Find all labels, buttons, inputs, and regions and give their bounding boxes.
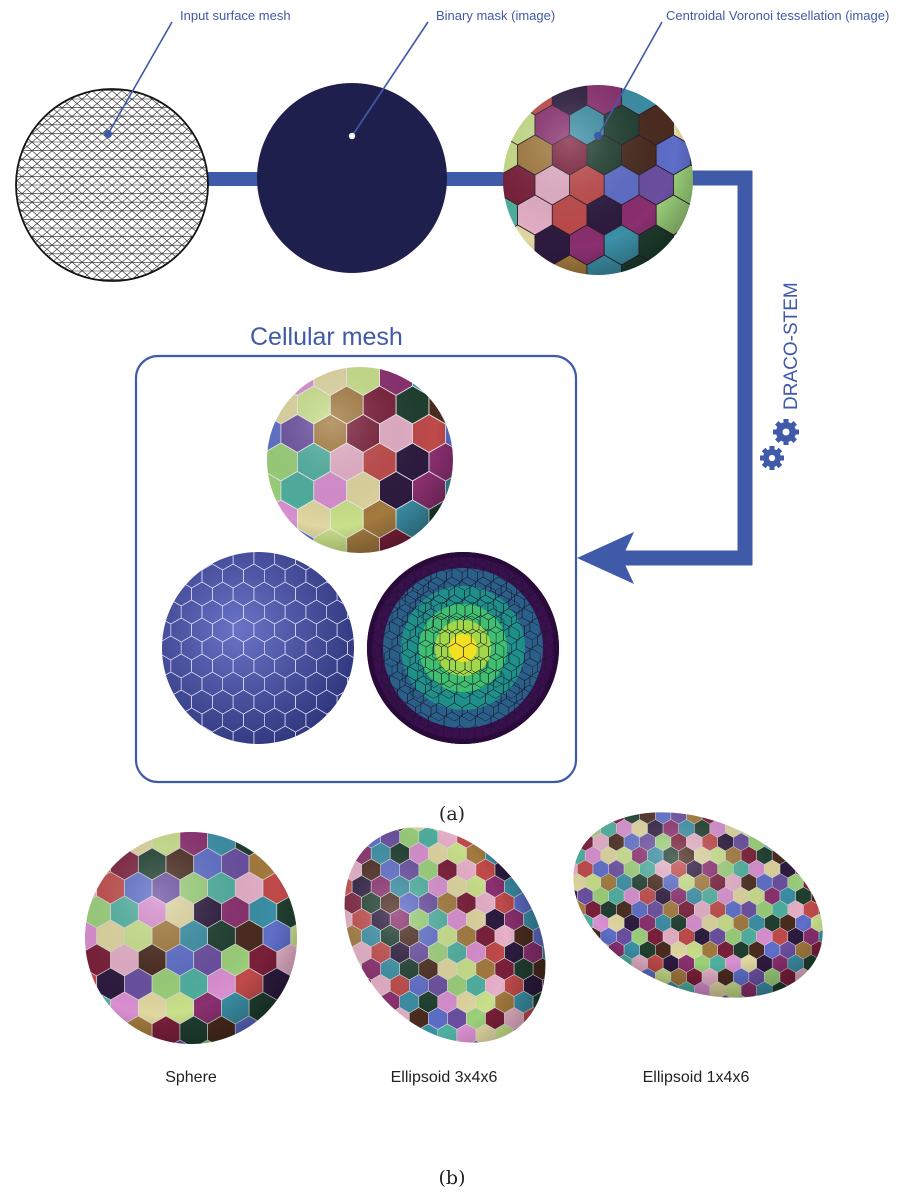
cut-sphere-viridis	[367, 552, 559, 744]
sphere-shape	[85, 832, 297, 1044]
ellipsoid-1x4x6-shape	[545, 777, 843, 1033]
gears-icon	[760, 419, 799, 470]
caption-a: (a)	[439, 803, 465, 825]
callout-line-mask	[351, 21, 429, 137]
callout-mask-label: Binary mask (image)	[436, 8, 555, 23]
shape-label-ellipsoid-3x4x6: Ellipsoid 3x4x6	[391, 1069, 498, 1086]
connector-1	[200, 172, 262, 186]
shape-label-sphere: Sphere	[165, 1069, 217, 1086]
caption-b: (b)	[439, 1167, 466, 1189]
cellular-mesh-sphere	[267, 367, 453, 553]
draco-stem-label: DRACO-STEM	[781, 282, 802, 410]
connector-2	[446, 172, 508, 186]
callout-dot-mask	[348, 132, 356, 140]
callout-dot-input	[104, 130, 113, 139]
callout-line-cvt	[597, 21, 663, 137]
pipeline-arrow	[622, 170, 753, 566]
callout-input-label: Input surface mesh	[180, 8, 291, 23]
callout-line-input	[107, 21, 173, 135]
input-mesh-sphere	[15, 88, 209, 282]
shape-label-ellipsoid-1x4x6: Ellipsoid 1x4x6	[643, 1069, 750, 1086]
pipeline-connectors	[200, 170, 753, 584]
callout-dot-cvt	[593, 132, 602, 141]
arrow-head	[577, 532, 634, 584]
cvt-sphere	[503, 85, 693, 275]
blue-wireframe-sphere	[162, 552, 354, 744]
binary-mask-disc	[257, 83, 447, 273]
ellipsoid-3x4x6-shape	[304, 792, 582, 1063]
callout-cvt-label: Centroidal Voronoi tessellation (image)	[666, 8, 889, 23]
cellular-mesh-box	[134, 354, 578, 784]
cellular-mesh-title: Cellular mesh	[250, 323, 403, 351]
